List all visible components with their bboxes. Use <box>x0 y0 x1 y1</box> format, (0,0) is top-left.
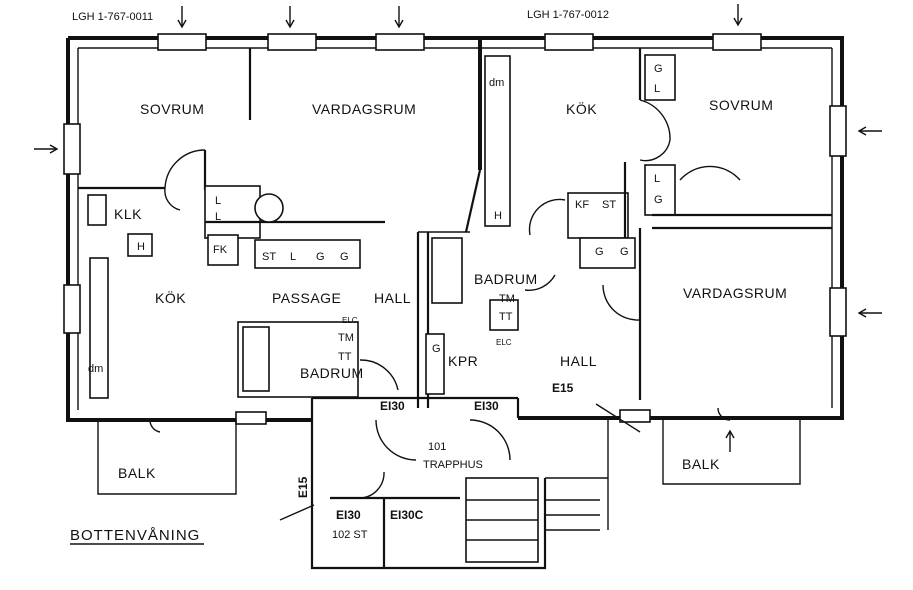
left-fix-l1: L <box>215 195 221 207</box>
right-fix-dm: dm <box>489 77 504 89</box>
right-interior-walls <box>425 48 832 400</box>
stairwell <box>279 396 641 570</box>
left-hall-label: HALL <box>374 290 411 306</box>
fire-rating-storage: EI30 <box>336 508 361 522</box>
fire-rating-right: EI30 <box>474 399 499 413</box>
left-vardagsrum-label: VARDAGSRUM <box>312 101 416 117</box>
entry-arrows <box>34 4 882 452</box>
right-badrum-label: BADRUM <box>474 271 538 287</box>
right-balk-label: BALK <box>682 456 720 472</box>
right-apartment-id: LGH 1-767-0012 <box>527 9 609 21</box>
left-door-swings <box>149 149 399 433</box>
right-fix-g2: G <box>620 246 629 258</box>
left-balk-label: BALK <box>118 465 156 481</box>
left-fix-g1: G <box>316 251 325 263</box>
right-fix-kf: KF <box>575 199 589 211</box>
right-fix-elc: ELC <box>496 338 512 347</box>
left-fix-g2: G <box>340 251 349 263</box>
right-kpr-label: KPR <box>448 353 478 369</box>
storage-label: 102 ST <box>332 529 368 541</box>
left-fix-fk: FK <box>213 244 228 256</box>
left-klk-label: KLK <box>114 206 142 222</box>
balconies <box>97 420 801 495</box>
right-fix-g-top: G <box>654 63 663 75</box>
stairwell-number: 101 <box>428 441 446 453</box>
left-interior-walls <box>78 48 385 399</box>
floor-title: BOTTENVÅNING <box>70 527 200 544</box>
left-fix-h: H <box>137 241 145 253</box>
right-fix-l-mid: L <box>654 173 660 185</box>
right-fix-g-closet: G <box>432 343 441 355</box>
right-vardagsrum-label: VARDAGSRUM <box>683 285 787 301</box>
fire-rating-e15-right: E15 <box>552 381 574 395</box>
stairwell-name: TRAPPHUS <box>423 459 483 471</box>
fire-rating-storage-door: EI30C <box>390 508 424 522</box>
left-fix-dm: dm <box>88 363 103 375</box>
right-door-swings <box>524 99 741 421</box>
outer-walls <box>63 33 847 425</box>
fire-rating-e15-left: E15 <box>296 476 310 498</box>
fire-rating-left: EI30 <box>380 399 405 413</box>
left-sovrum-label: SOVRUM <box>140 101 204 117</box>
right-fix-l-top: L <box>654 83 660 95</box>
right-kok-label: KÖK <box>566 100 597 117</box>
left-fix-tm: TM <box>338 332 354 344</box>
right-fix-tm: TM <box>499 293 515 305</box>
right-fix-g-mid: G <box>654 194 663 206</box>
right-sovrum-label: SOVRUM <box>709 97 773 113</box>
left-badrum-label: BADRUM <box>300 365 364 381</box>
right-fix-h: H <box>494 210 502 222</box>
left-fix-tt: TT <box>338 351 352 363</box>
right-fix-g1: G <box>595 246 604 258</box>
right-fix-tt: TT <box>499 311 513 323</box>
left-fix-st: ST <box>262 251 276 263</box>
left-passage-label: PASSAGE <box>272 290 341 306</box>
right-fix-st: ST <box>602 199 616 211</box>
left-fix-l3: L <box>290 251 296 263</box>
left-kok-label: KÖK <box>155 289 186 306</box>
right-hall-label: HALL <box>560 353 597 369</box>
left-fix-elc: ELC <box>342 316 358 325</box>
left-apartment-id: LGH 1-767-0011 <box>72 11 153 23</box>
left-fix-l2: L <box>215 211 221 223</box>
